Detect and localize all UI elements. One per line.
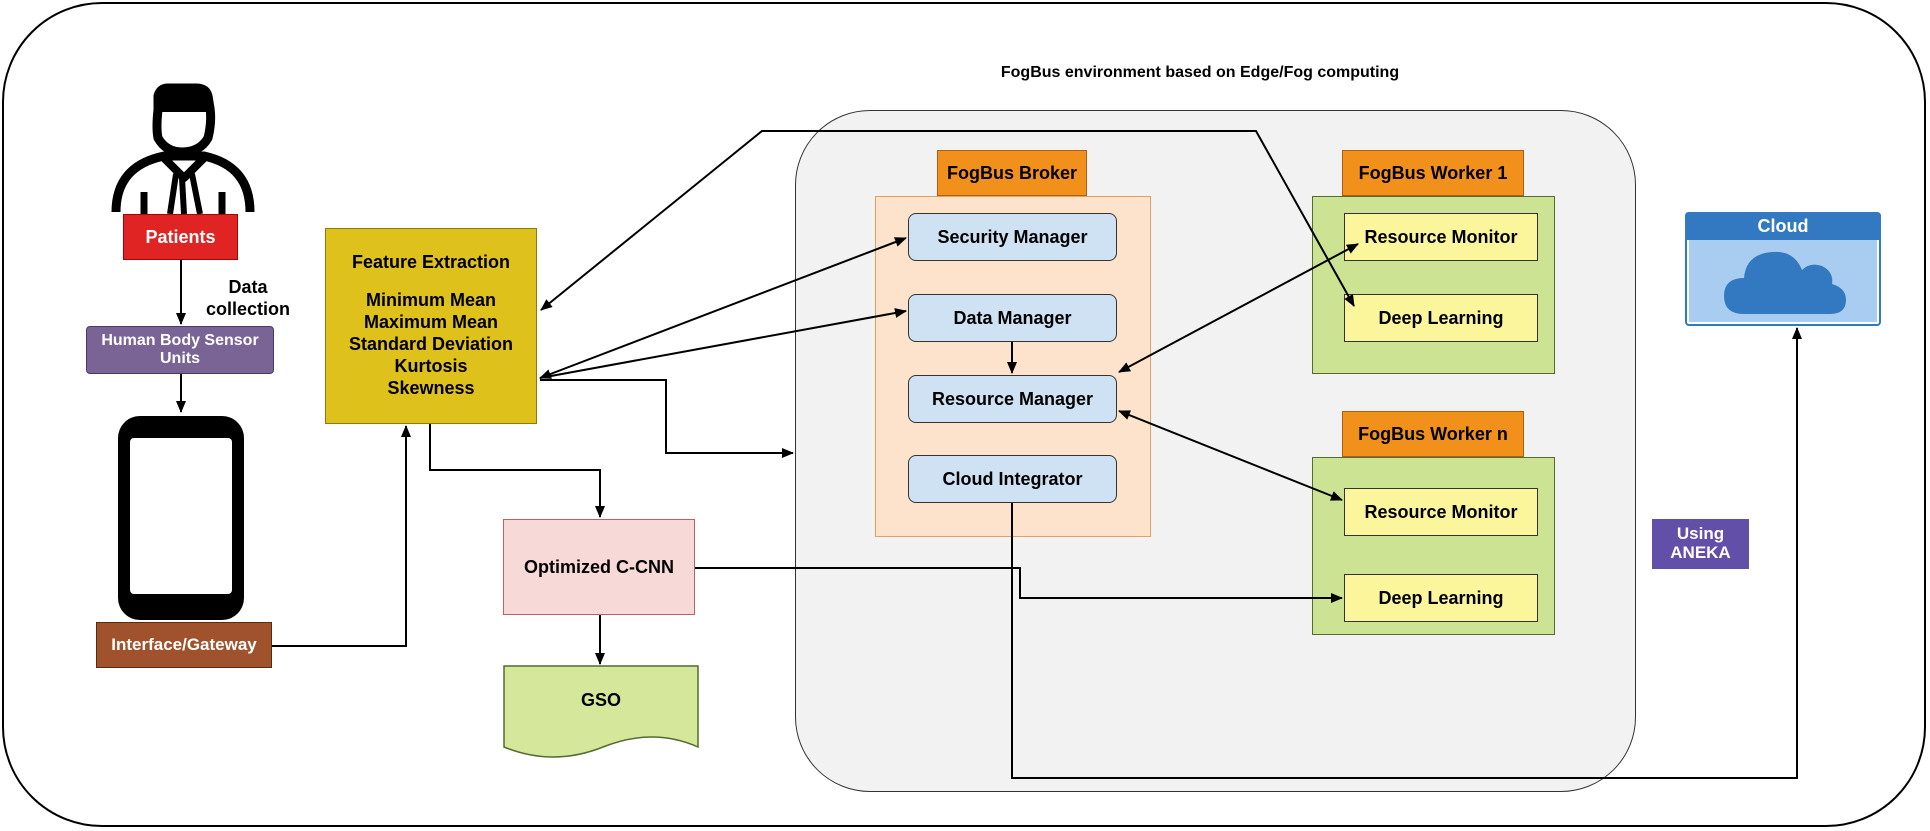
gso-document-shape — [503, 665, 699, 758]
sensor-units-box: Human Body Sensor Units — [86, 326, 274, 374]
workern-resource-monitor: Resource Monitor — [1344, 488, 1538, 536]
arrow-gateway-feature — [272, 425, 411, 647]
fogbus-broker-tab: FogBus Broker — [937, 150, 1087, 196]
feature-item: Maximum Mean — [363, 312, 499, 333]
feature-item: Minimum Mean — [365, 290, 496, 311]
security-manager-box: Security Manager — [908, 213, 1117, 261]
worker1-resource-monitor: Resource Monitor — [1344, 213, 1538, 261]
fogbus-worker-1-tab: FogBus Worker 1 — [1342, 150, 1524, 196]
arrow-integrator-cloud — [1011, 327, 1802, 779]
arrow-optimized-deeplearning — [695, 567, 1343, 603]
cloud-icon — [1724, 251, 1846, 314]
workern-deep-learning: Deep Learning — [1344, 574, 1538, 622]
arrow-feature-security — [539, 237, 907, 379]
feature-item: Standard Deviation — [348, 334, 514, 354]
fogbus-worker-n-tab: FogBus Worker n — [1342, 411, 1524, 457]
feature-item: Kurtosis — [394, 355, 468, 376]
diagram-title: FogBus environment based on Edge/Fog com… — [1000, 64, 1400, 81]
arrow-feature-data — [539, 308, 907, 379]
using-aneka-label: Using ANEKA — [1652, 519, 1749, 569]
arrow-worker1-feature — [540, 130, 1355, 311]
worker1-deep-learning: Deep Learning — [1344, 294, 1538, 342]
resource-manager-box: Resource Manager — [908, 375, 1117, 423]
patient-icon — [111, 83, 255, 215]
gso-label: GSO — [580, 689, 621, 710]
feature-item: Skewness — [387, 377, 475, 398]
arrow-feature-optimized — [429, 424, 605, 518]
cloud-integrator-box: Cloud Integrator — [908, 455, 1117, 503]
cloud-header: Cloud — [1685, 212, 1881, 240]
data-collection-label: Data collection — [205, 277, 290, 319]
feature-extraction-title: Feature Extraction — [351, 252, 511, 273]
interface-gateway-box: Interface/Gateway — [96, 622, 272, 668]
arrow-resource-workern — [1118, 410, 1343, 501]
arrow-resource-worker1 — [1118, 243, 1359, 373]
patients-box: Patients — [123, 214, 238, 260]
arrow-feature-fogarea — [540, 379, 794, 458]
feature-extraction-box: Feature Extraction Minimum Mean Maximum … — [325, 228, 537, 424]
smartphone-icon — [118, 416, 244, 620]
optimized-ccnn-box: Optimized C-CNN — [503, 519, 695, 615]
